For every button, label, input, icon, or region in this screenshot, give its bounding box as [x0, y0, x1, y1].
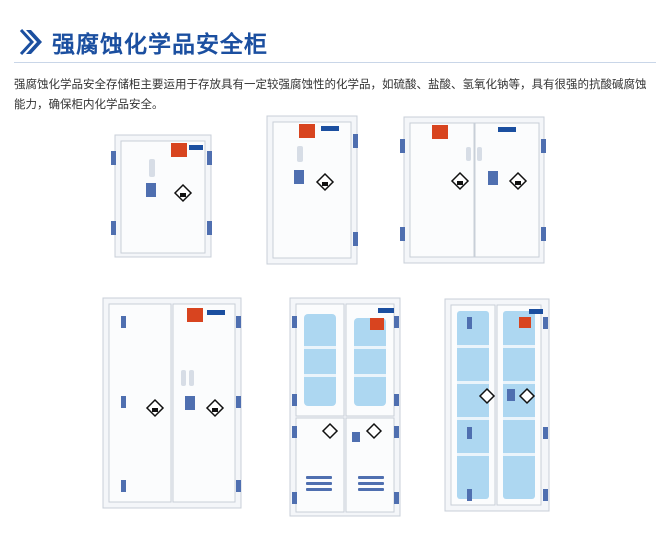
- corrosive-hazard-icon: [315, 172, 335, 192]
- warning-label: [187, 308, 203, 322]
- page-title: 强腐蚀化学品安全柜: [52, 32, 268, 58]
- warning-label: [299, 124, 315, 138]
- product-image-medium-double-door[interactable]: [400, 115, 550, 268]
- product-image-small-single-door[interactable]: [111, 133, 219, 261]
- corrosive-hazard-icon: [145, 398, 165, 418]
- warning-label: [171, 143, 187, 157]
- corrosive-hazard-icon: [205, 398, 225, 418]
- warning-label: [519, 317, 531, 328]
- corrosive-hazard-icon: [478, 387, 496, 405]
- warning-label: [370, 318, 384, 330]
- product-image-medium-single-door[interactable]: [263, 114, 363, 268]
- product-image-tall-double-door[interactable]: [99, 296, 247, 512]
- corrosive-hazard-icon: [173, 183, 193, 203]
- product-image-tall-full-glass-doors[interactable]: [441, 297, 555, 515]
- warning-label: [432, 125, 448, 139]
- title-divider: [14, 62, 656, 63]
- product-image-tall-glass-upper-doors[interactable]: [286, 296, 406, 520]
- chevron-right-icon: [19, 28, 42, 56]
- corrosive-hazard-icon: [365, 422, 383, 440]
- corrosive-hazard-icon: [321, 422, 339, 440]
- product-description: 强腐蚀化学品安全存储柜主要运用于存放具有一定较强腐蚀性的化学品，如硫酸、盐酸、氢…: [14, 77, 647, 111]
- section-header: 强腐蚀化学品安全柜: [14, 24, 268, 60]
- corrosive-hazard-icon: [518, 387, 536, 405]
- corrosive-hazard-icon: [450, 171, 470, 191]
- corrosive-hazard-icon: [508, 171, 528, 191]
